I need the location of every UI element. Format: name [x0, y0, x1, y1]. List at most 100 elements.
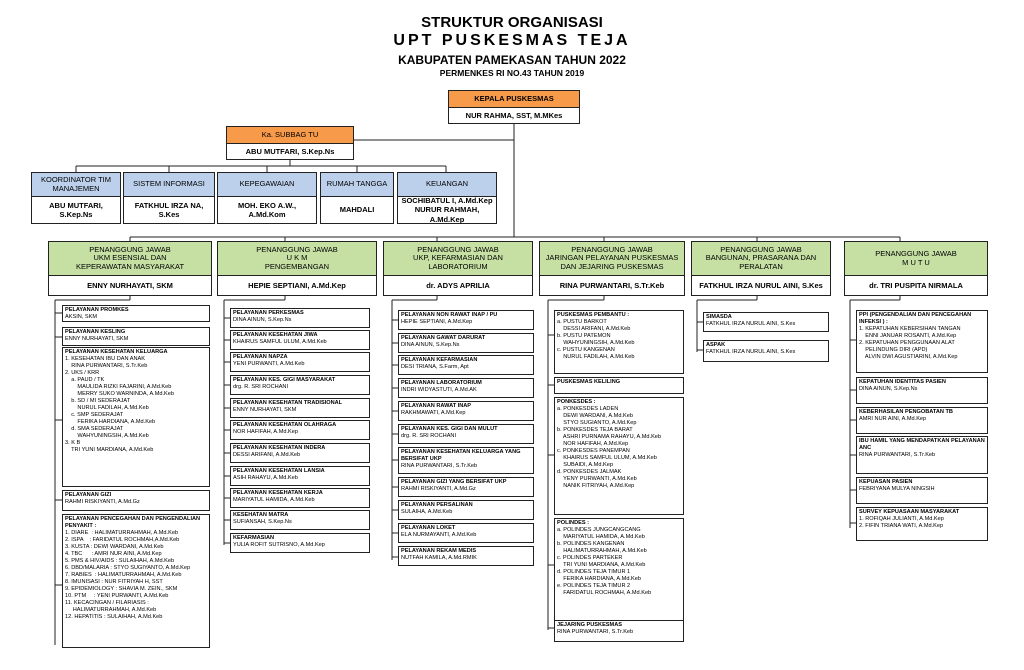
staff-title: KEUANGAN [398, 173, 496, 197]
staff-box-kepegawaian: KEPEGAWAIAN MOH. EKO A.W., A.Md.Kom [217, 172, 317, 224]
unit-title: JEJARING PUSKESMAS [557, 622, 622, 628]
unit-member: 3. KUSTA : DEWI WARDANI, A.Md.Keb [65, 543, 164, 550]
pj-name: dr. ADYS APRILIA [426, 280, 490, 290]
unit-box: PELAYANAN KESEHATAN KELUARGA YANG BERSIF… [398, 447, 534, 474]
subbag-title: Ka. SUBBAG TU [227, 127, 353, 144]
unit-box: POLINDES :a. POLINDES JUNGCANGCANG MARIY… [554, 518, 684, 622]
unit-title: PELAYANAN KESLING [65, 329, 126, 335]
unit-member: b. POLINDES KANGENAN [557, 540, 625, 547]
pj-title: PENANGGUNG JAWAB UKP, KEFARMASIAN DAN LA… [384, 242, 532, 276]
staff-name: FATKHUL IRZA NA, S.Kes [134, 200, 204, 219]
pj-title: PENANGGUNG JAWAB BANGUNAN, PRASARANA DAN… [692, 242, 830, 276]
unit-member: 3. K B [65, 439, 81, 446]
pj-name: HEPIE SEPTIANI, A.Md.Kep [248, 280, 346, 290]
unit-member: KHAIRUS SAMFUL ULUM, A.Md.Keb [557, 454, 657, 461]
unit-title: PELAYANAN RAWAT INAP [401, 403, 472, 409]
pj-name: RINA PURWANTARI, S.Tr.Keb [559, 280, 665, 290]
title-line-1: STRUKTUR ORGANISASI [421, 14, 603, 31]
unit-title: PELAYANAN KESEHATAN JIWA [233, 332, 318, 338]
unit-member: DESI TRIANA, S.Farm, Apt [401, 363, 469, 370]
unit-member: RINA PURWANTARI, S.Tr.Keb [65, 362, 148, 369]
unit-member: FARIDATUL ROCHMAH, A.Md.Keb [557, 589, 652, 596]
unit-member: 10. PTM : YENI PURWANTI, A.Md.Keb [65, 592, 169, 599]
staff-title: KEPEGAWAIAN [218, 173, 316, 197]
unit-title: PELAYANAN KESEHATAN KELUARGA YANG BERSIF… [401, 449, 521, 462]
title-line-3: KABUPATEN PAMEKASAN TAHUN 2022 [398, 53, 626, 67]
unit-title: POLINDES : [557, 520, 590, 526]
unit-member: STYO SUGIANTO, A.Md.Kep [557, 419, 637, 426]
kepala-name: NUR RAHMA, SST, M.MKes [465, 110, 563, 120]
unit-member: FEBRIYANA MULYA NINGSIH [859, 485, 935, 492]
pj-name: ENNY NURHAYATI, SKM [87, 280, 173, 290]
unit-title: PELAYANAN LOKET [401, 525, 456, 531]
unit-member: MERRY SUKO WARNINDA, A.Md.Keb [65, 390, 175, 397]
pj-box-jaringan: PENANGGUNG JAWAB JARINGAN PELAYANAN PUSK… [539, 241, 685, 296]
unit-member: ENNI JANUAR ROSANTI, A.Md.Kep [859, 332, 957, 339]
unit-title: ASPAK [706, 342, 726, 348]
unit-member: HALIMATURRAHMAH, A.Md.Keb [65, 606, 157, 613]
unit-title: PELAYANAN KESEHATAN KELUARGA [65, 349, 168, 355]
unit-member: a. PONKESDES LADEN [557, 405, 619, 412]
unit-title: PELAYANAN PENCEGAHAN DAN PENGENDALIAN PE… [65, 516, 201, 529]
unit-member: RAKHMAWATI, A.Md.Kep [401, 409, 466, 416]
unit-member: 7. RABIES : HALIMATURRAHMAH, A.Md.Keb [65, 571, 182, 578]
subbag-box: Ka. SUBBAG TU ABU MUTFARI, S.Kep.Ns [226, 126, 354, 160]
unit-member: b. PUSTU PATEMON [557, 332, 611, 339]
unit-member: NOR HAFIFAH, A.Md.Kep [233, 428, 298, 435]
unit-title: PELAYANAN KEFARMASIAN [401, 357, 478, 363]
unit-box: PONKESDES :a. PONKESDES LADEN DEWI WARDA… [554, 397, 684, 515]
unit-member: YENY PURWANTI, A.Md.Keb [557, 475, 637, 482]
unit-title: KEFARMASIAN [233, 535, 275, 541]
unit-title: PELAYANAN REKAM MEDIS [401, 548, 477, 554]
staff-title: KOORDINATOR TIM MANAJEMEN [32, 173, 120, 197]
unit-title: KESEHATAN MATRA [233, 512, 289, 518]
unit-member: SUFIANSAH, S.Kep.Ns [233, 518, 292, 525]
unit-member: NURUL FADILAH, A.Md.Keb [557, 353, 635, 360]
unit-member: RINA PURWANTARI, S.Tr.Keb [859, 451, 936, 458]
unit-member: 11. KECACINGAN / FILARIASIS : [65, 599, 149, 606]
kepala-title: KEPALA PUSKESMAS [449, 91, 579, 108]
unit-box: PUSKESMAS PEMBANTU :a. PUSTU BARKOT DESS… [554, 310, 684, 374]
unit-title: PELAYANAN PERKESMAS [233, 310, 304, 316]
unit-member: MARIYATUL HAMIDA, A.Md.Keb [557, 533, 645, 540]
unit-member: FERIKA HARDIANA, A.Md.Keb [65, 418, 156, 425]
unit-title: PELAYANAN KESEHATAN INDERA [233, 445, 326, 451]
unit-title: PUSKESMAS KELILING [557, 379, 621, 385]
unit-member: NOR HAFIFAH, A.Md.Kep [557, 440, 629, 447]
unit-member: a. PUSTU BARKOT [557, 318, 607, 325]
unit-member: 5. PMS & HIV/AIDS : SULAIHAH, A.Md.Keb [65, 557, 175, 564]
unit-member: AKSIN, SKM [65, 313, 98, 320]
unit-title: PELAYANAN NAPZA [233, 354, 288, 360]
unit-member: INDRI WIDYASTUTI, A.Md.AK [401, 386, 477, 393]
unit-member: YULIA ROFIT SUTRISNO, A.Md.Kep [233, 541, 325, 548]
unit-member: MARIYATUL HAMIDA, A.Md.Keb [233, 496, 315, 503]
unit-member: RINA PURWANTARI, S.Tr.Keb [401, 462, 478, 469]
staff-title: SISTEM INFORMASI [124, 173, 214, 197]
title-line-2: UPT PUSKESMAS TEJA [393, 32, 631, 49]
unit-title: PUSKESMAS PEMBANTU : [557, 312, 630, 318]
unit-title: SIMASDA [706, 314, 732, 320]
unit-member: HALIMATURRAHMAH, A.Md.Keb [557, 547, 647, 554]
unit-member: FATKHUL IRZA NURUL AINI, S.Kes [706, 348, 796, 355]
unit-member: a. POLINDES JUNGCANGCANG [557, 526, 641, 533]
unit-title: PELAYANAN NON RAWAT INAP / PU [401, 312, 498, 318]
staff-box-sistem-informasi: SISTEM INFORMASI FATKHUL IRZA NA, S.Kes [123, 172, 215, 224]
pj-box-mutu: PENANGGUNG JAWAB M U T U dr. TRI PUSPITA… [844, 241, 988, 296]
pj-name: FATKHUL IRZA NURUL AINI, S.Kes [699, 280, 823, 290]
